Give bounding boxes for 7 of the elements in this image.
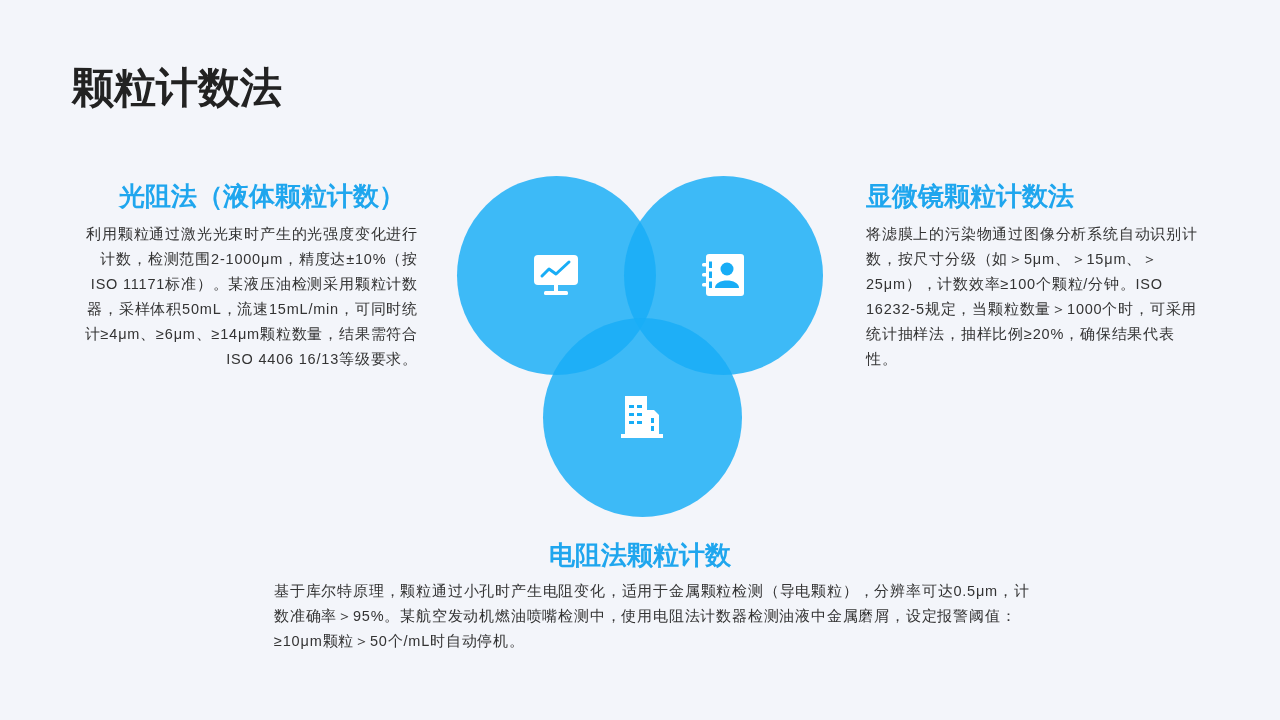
- section-heading: 光阻法（液体颗粒计数）: [117, 180, 406, 213]
- description-text: 将滤膜上的污染物通过图像分析系统自动识别计数，按尺寸分级（如＞5μm、＞15μm、＞25μm），计数效率≥100个颗粒/分钟。ISO 16232-5规定，当颗粒数量＞1000个时，可采用统计抽样法，抽样比例≥20%，确保结果代表性。: [866, 225, 1199, 369]
- page-title: 颗粒计数法: [72, 63, 282, 113]
- section-heading: 电阻法颗粒计数: [548, 539, 732, 572]
- description-text: 基于库尔特原理，颗粒通过小孔时产生电阻变化，适用于金属颗粒检测（导电颗粒），分辨率可达0.5μm，计数准确率＞95%。某航空发动机燃油喷嘴检测中，使用电阻法计数器检测油液中金属磨屑，设定报警阈值：≥10μm颗粒＞50个/mL时自动停机。: [274, 582, 1030, 651]
- description-text: 利用颗粒通过激光光束时产生的光强度变化进行计数，检测范围2-1000μm，精度达±10%（按ISO 11171标准）。某液压油检测采用颗粒计数器，采样体积50mL，流速15mL/min，可同时统计≥4μm、≥6μm、≥14μm颗粒数量，结果需符合ISO 4406 16/13等级要求。: [83, 225, 418, 369]
- section-heading: 显微镜颗粒计数法: [866, 180, 1075, 213]
